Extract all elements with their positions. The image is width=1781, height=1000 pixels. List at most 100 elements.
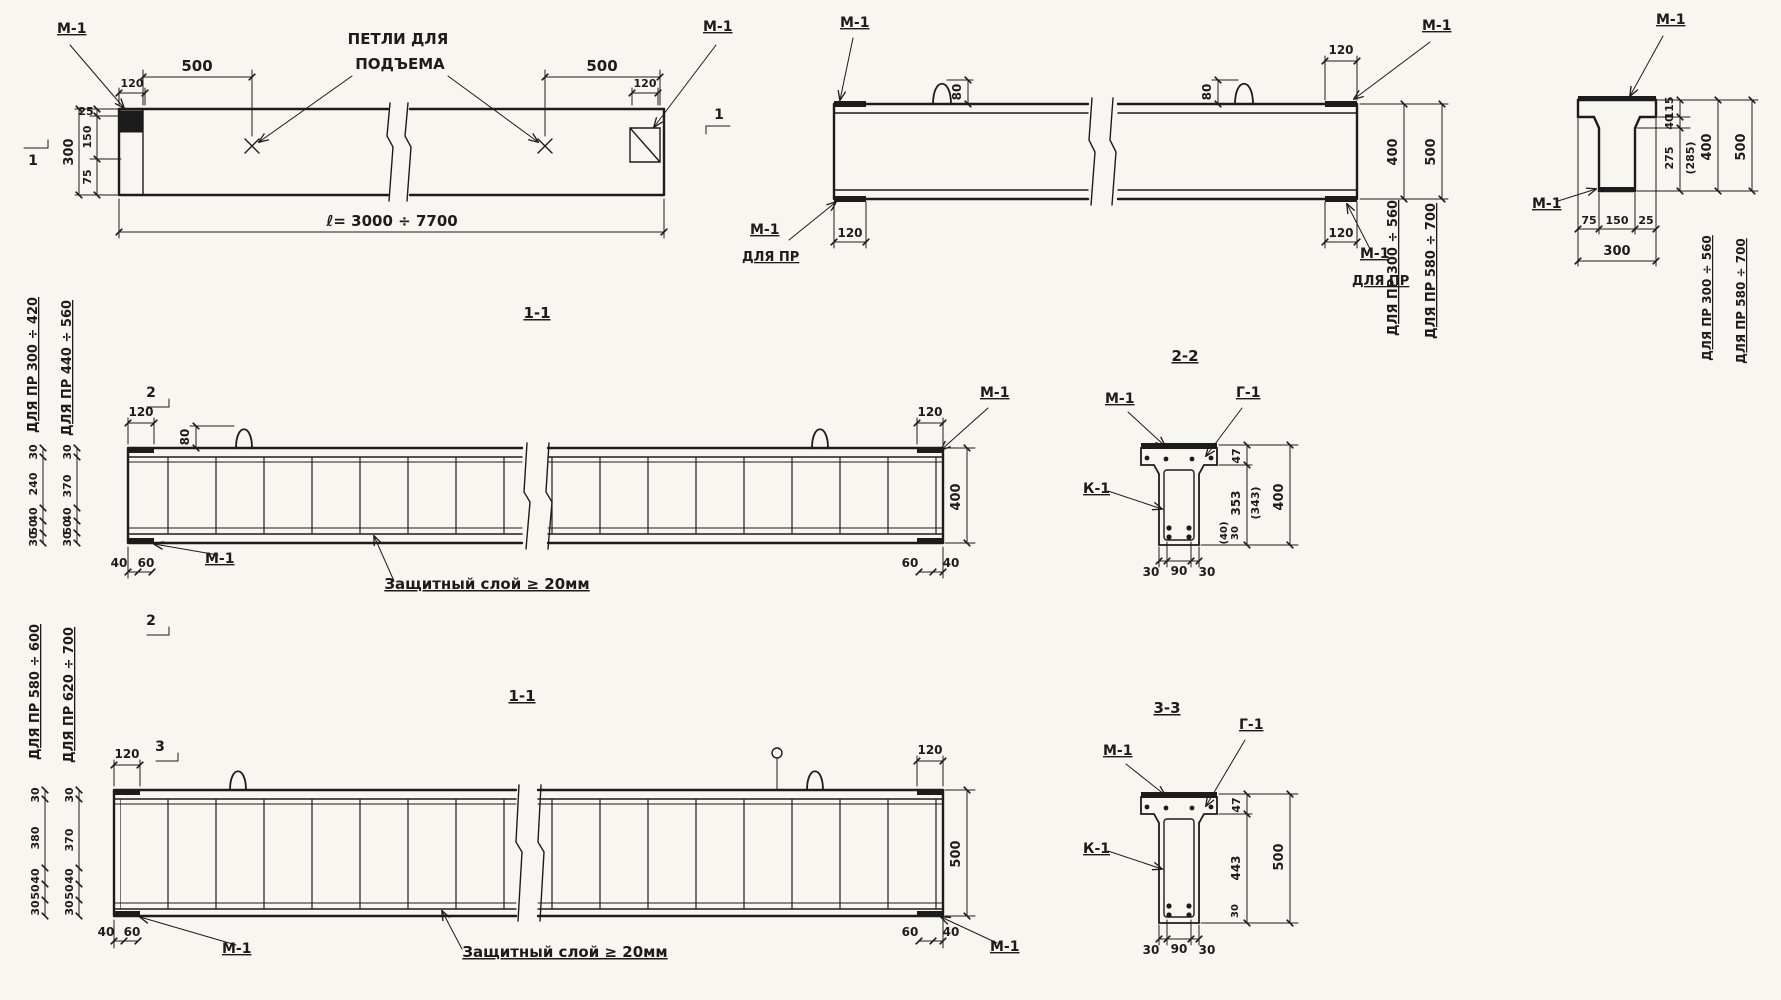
extension-lines [1577,99,1759,267]
range-label-inner: ДЛЯ ПР 620 ÷ 700 [62,627,77,763]
dim-500-label: 500 [1272,843,1287,870]
left-dim-outer-3: 50 [27,519,40,535]
leader-loop-right [447,75,538,142]
dim-bottom-30a: 30 [1143,943,1160,957]
cover-note: Защитный слой ≥ 20мм [384,575,589,593]
m1-label-bottom-right: М-1 [1360,246,1389,262]
leader-k1 [1107,490,1162,509]
beam-outline [126,446,945,545]
cut-mark-lines [155,752,179,762]
leader-m1-bottom-right [1347,204,1371,250]
m1-label-bottom-left: М-1 [205,551,234,567]
left-dim-inner-2: 40 [63,868,76,884]
dim-80-left-label: 80 [950,84,964,101]
leader-g1 [1206,407,1243,456]
lifting-loop-marks [244,138,553,154]
lift-caption-line1: ПЕТЛИ ДЛЯ [348,30,449,48]
left-dim-outer-0: 30 [29,787,42,803]
leader-loop-left [259,75,353,142]
range-500-label: ДЛЯ ПР 580 ÷ 700 [1734,238,1748,364]
lift-caption-line2: ПОДЪЕМА [355,55,445,73]
leader-m1-top-right [1354,41,1431,99]
dim-500-label: 500 [1424,138,1439,165]
plan-beam-outline [117,107,666,197]
m1-label-bottom-right: М-1 [990,939,1019,955]
dim-120-bottom-left-label: 120 [837,226,862,240]
dim-120-right-label: 120 [917,405,942,419]
m1-label-top-right: М-1 [980,385,1009,401]
left-dim-outer-4: 30 [29,900,42,916]
m1-label-bottom-left: М-1 [222,941,251,957]
dim-500-label: 500 [1734,133,1749,160]
m1-plate-top-left [114,790,140,795]
left-dim-inner-1: 370 [63,828,76,851]
dim-150-label: 150 [81,125,94,148]
leader-g1 [1206,739,1246,806]
section-title: 1-1 [508,687,535,705]
m1-plate-top [1141,792,1217,798]
m1-plate-bottom [1599,187,1635,192]
stirrups-left-half [120,799,512,909]
range-label-inner: ДЛЯ ПР 440 ÷ 560 [60,300,75,436]
g1-label: Г-1 [1236,385,1260,401]
leader-m1-top-left [840,37,854,100]
m1-label-top-right: М-1 [1422,18,1451,34]
rebar-dots [1144,804,1214,918]
stirrups-right-half [540,799,937,909]
dim-25-label: 25 [78,105,93,118]
dim-30-cover-label: 30 [1230,904,1241,918]
left-dim-inner-2: 40 [61,507,74,523]
dim-353-label: 353 [1229,490,1243,515]
dim-bottom-90: 90 [1171,942,1188,956]
left-dim-inner-3: 50 [61,519,74,535]
g1-label: Г-1 [1239,717,1263,733]
leader-m1-right [654,44,717,127]
elevation-view: М-1 М-1 80 80 120 120 120 М-1 ДЛЯ ПР М-1… [742,15,1451,339]
m1-label-right: М-1 [703,19,732,35]
leader-m1-left [69,44,124,108]
cut-mark-2-bottom: 2 [146,613,156,629]
tee-section-outline [1576,98,1658,193]
section-1-1-top: 1-1 2 2 120 80 120 М-1 М-1 400 Защитный … [26,297,1009,636]
length-dim-label: ℓ= 3000 ÷ 7700 [325,212,457,230]
dim-400-label: 400 [1700,133,1715,160]
range-label-outer: ДЛЯ ПР 300 ÷ 420 [26,297,41,433]
dim-500-right-label: 500 [586,57,617,75]
dim-bl-40: 40 [98,925,115,939]
cut-mark-3: 3 [155,739,165,755]
tee-section-outline [1140,447,1218,546]
left-dim-inner-4: 30 [63,900,76,916]
m1-label-top-left: М-1 [840,15,869,31]
dim-120-left-label: 120 [128,405,153,419]
dim-120-left-label: 120 [114,747,139,761]
range-500-label: ДЛЯ ПР 580 ÷ 700 [1424,203,1439,339]
break-lines [386,102,412,202]
left-dim-outer-1: 380 [29,826,42,849]
left-dim-outer-2: 40 [29,868,42,884]
dim-47-label: 47 [1230,448,1243,463]
elevation-beam-outline [832,102,1359,201]
range-400-label: ДЛЯ ПР 300 ÷ 560 [1700,235,1714,361]
stirrups-right-half [548,457,937,534]
m1-label: М-1 [1103,743,1132,759]
section-3-3: 3-3 М-1 Г-1 К-1 47 443 500 30 30 90 30 [1083,699,1299,957]
plan-view: М-1 М-1 500 500 ПЕТЛИ ДЛЯ ПОДЪЕМА 120 12… [23,19,732,239]
dim-bottom-30a: 30 [1143,565,1160,579]
lifting-loops [932,83,1254,105]
dim-br-60: 60 [902,925,919,939]
dim-bottom-30b: 30 [1199,943,1216,957]
left-dim-inner-3: 50 [63,884,76,900]
cut-mark-2-top: 2 [146,385,156,401]
m1-plate-bottom-left [834,196,866,202]
leader-m1-bottom [1557,189,1596,202]
dim-500-label: 500 [949,840,964,867]
m1-plate-bottom-right [917,538,943,543]
m1-plate-top-left [834,101,866,107]
left-dim-outer-4: 30 [27,531,40,547]
lifting-loops [229,770,824,791]
m1-plate-bottom-right [1325,196,1357,202]
leader-m1-bottom-left [140,917,237,946]
section-2-2: 2-2 М-1 Г-1 К-1 47 353 (343) 400 30 (40)… [1083,347,1299,579]
